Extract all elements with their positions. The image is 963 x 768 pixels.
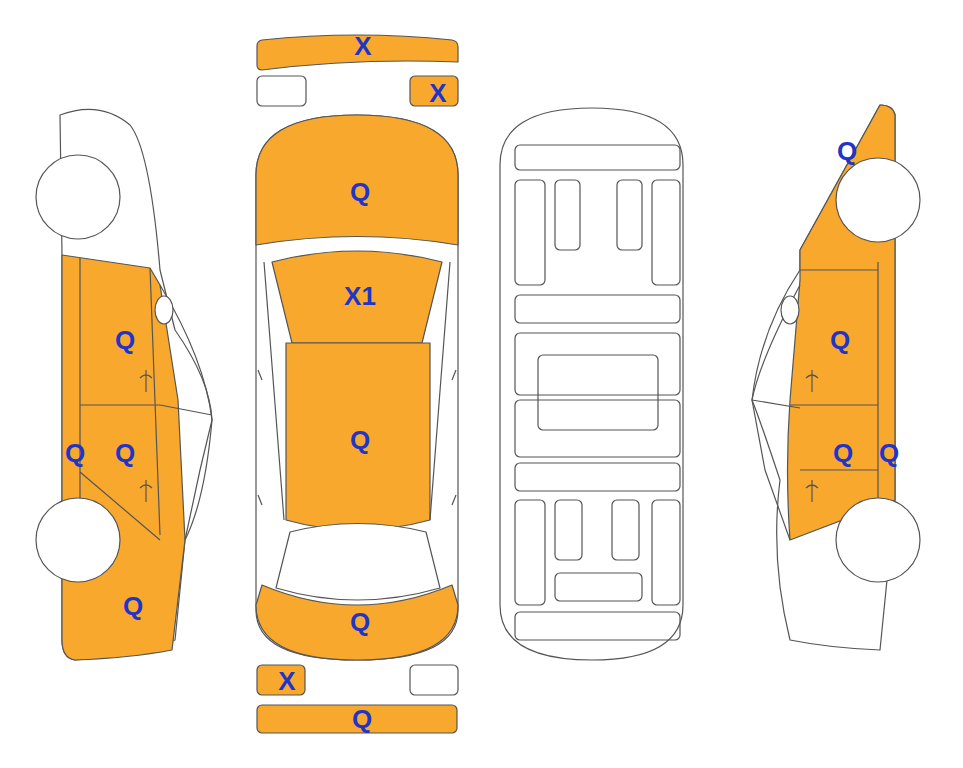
damage-code: X <box>354 33 371 59</box>
damage-code: X <box>429 80 446 106</box>
damage-code: Q <box>350 427 370 453</box>
damage-code: Q <box>123 593 143 619</box>
damage-code: Q <box>115 440 135 466</box>
damage-code: X <box>278 668 295 694</box>
damage-code: Q <box>879 440 899 466</box>
damage-code: Q <box>350 609 370 635</box>
damage-code: Q <box>830 327 850 353</box>
damage-code: Q <box>352 706 372 732</box>
damage-code: X1 <box>344 283 376 309</box>
damage-code: Q <box>115 327 135 353</box>
damage-code: Q <box>350 179 370 205</box>
damage-code: Q <box>833 440 853 466</box>
damage-code: Q <box>65 440 85 466</box>
damage-code: Q <box>837 138 857 164</box>
